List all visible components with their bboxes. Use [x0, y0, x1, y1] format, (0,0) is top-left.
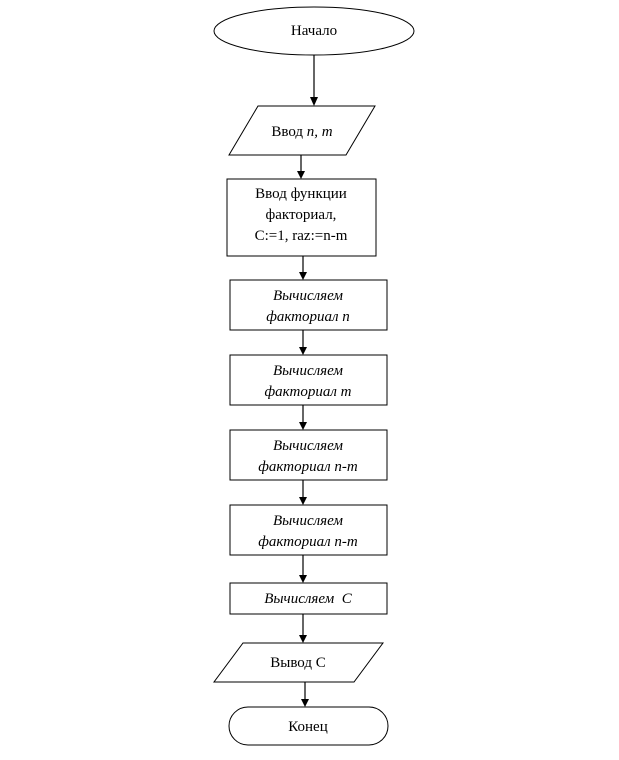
- arrowhead: [299, 575, 307, 583]
- init-process: Ввод функции факториал, C:=1, raz:=n-m: [226, 178, 377, 257]
- step2-line-2: факториал m: [265, 384, 352, 400]
- step1-line-2: факториал n: [266, 309, 350, 325]
- step2-line-1: Вычисляем: [273, 363, 343, 379]
- compute-factorial-n: Вычисляем факториал n: [229, 279, 388, 331]
- step1-line-1: Вычисляем: [273, 288, 343, 304]
- step4-line-2: факториал n-m: [258, 534, 358, 550]
- end-terminator: Конец: [228, 706, 389, 746]
- connectors: [297, 55, 318, 707]
- step5-label: Вычисляем C: [264, 591, 353, 607]
- output-label: Вывод C: [270, 655, 326, 671]
- compute-factorial-n-minus-m-2: Вычисляем факториал n-m: [229, 504, 388, 556]
- arrowhead: [299, 272, 307, 280]
- compute-factorial-n-minus-m: Вычисляем факториал n-m: [229, 429, 388, 481]
- arrowhead: [297, 171, 305, 179]
- step3-line-1: Вычисляем: [273, 438, 343, 454]
- end-label: Конец: [288, 719, 327, 735]
- arrowhead: [299, 422, 307, 430]
- init-line-1: Ввод функции: [255, 186, 347, 202]
- init-line-3: C:=1, raz:=n-m: [255, 228, 348, 244]
- arrowhead: [299, 635, 307, 643]
- start-terminator: Начало: [213, 6, 415, 56]
- arrowhead: [299, 497, 307, 505]
- output-node: Вывод C: [213, 642, 384, 683]
- arrowhead: [299, 347, 307, 355]
- step4-line-1: Вычисляем: [273, 513, 343, 529]
- arrowhead: [310, 97, 318, 106]
- init-line-2: факториал,: [266, 207, 337, 223]
- start-label: Начало: [291, 23, 337, 39]
- input-label: Ввод n, m: [271, 124, 332, 140]
- arrowhead: [301, 699, 309, 707]
- step3-line-2: факториал n-m: [258, 459, 358, 475]
- input-node: Ввод n, m: [228, 105, 376, 156]
- compute-factorial-m: Вычисляем факториал m: [229, 354, 388, 406]
- compute-c: Вычисляем C: [229, 582, 388, 615]
